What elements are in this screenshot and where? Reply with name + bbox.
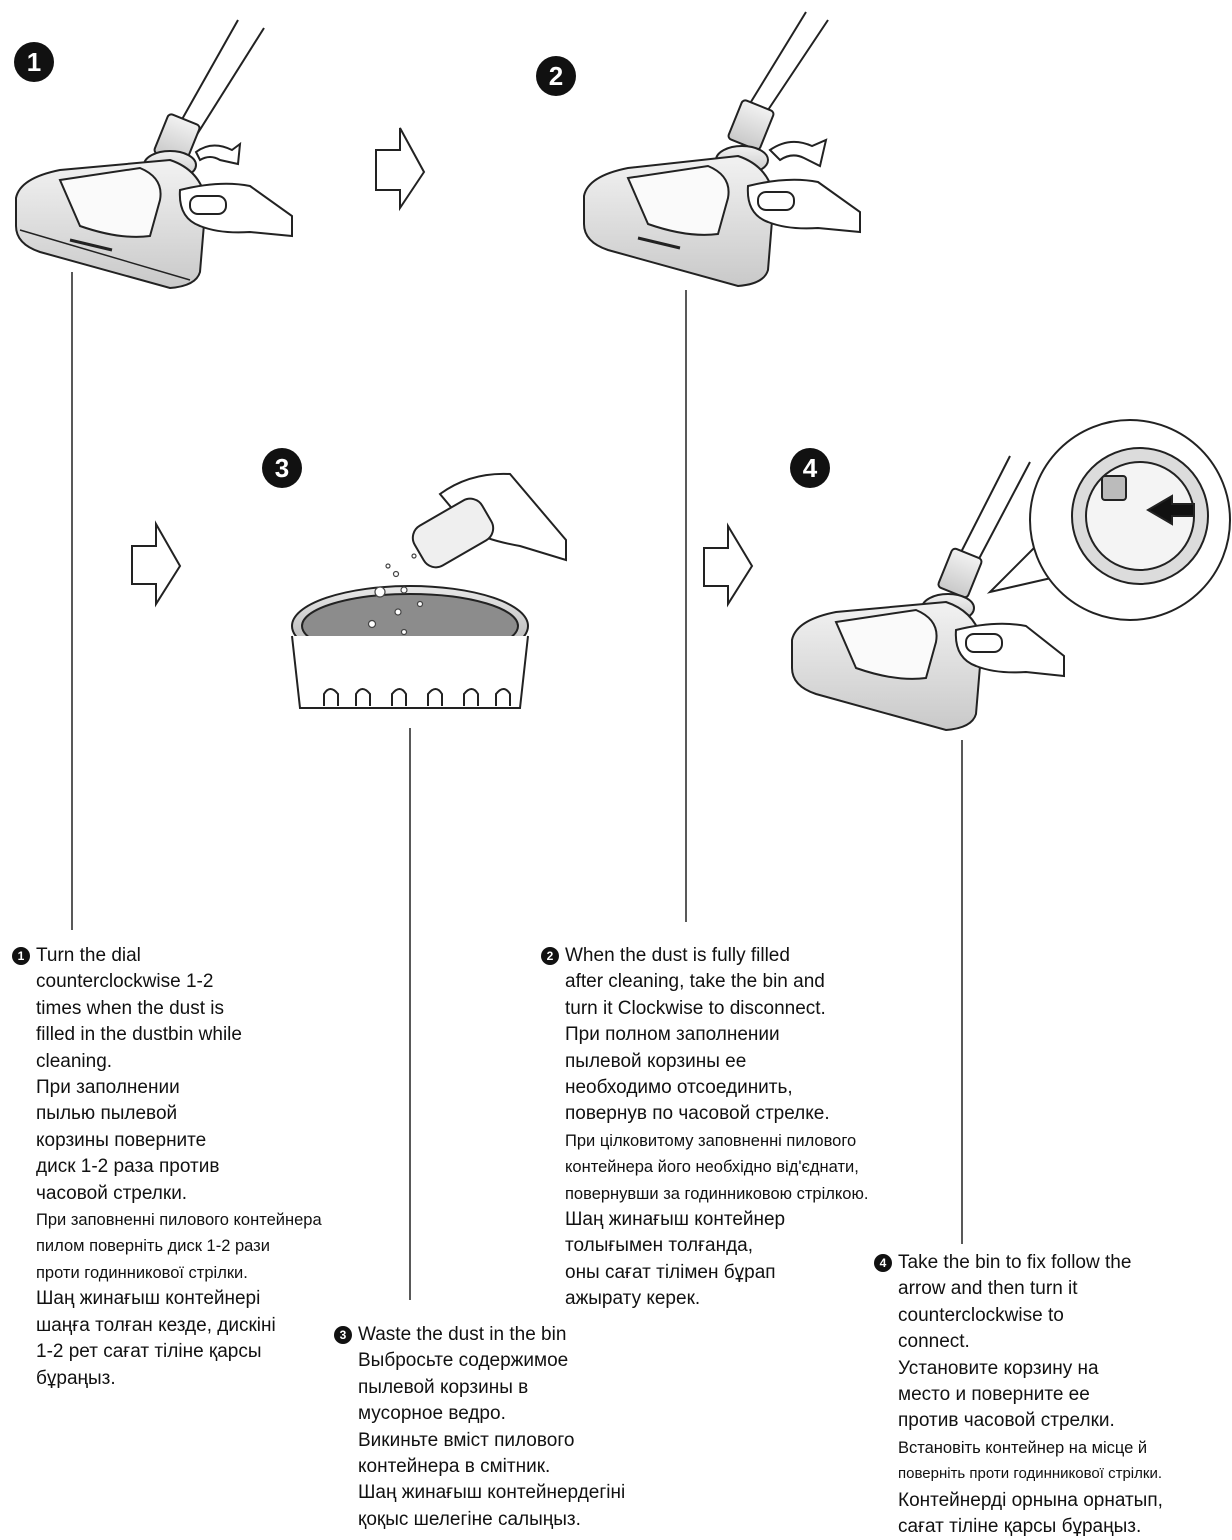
caption-line: Викиньте вміст пилового — [358, 1429, 575, 1451]
caption-line: times when the dust is — [36, 997, 224, 1019]
caption-line: Шаң жинағыш контейнердегіні — [358, 1482, 626, 1504]
caption-line: Встановіть контейнер на місце й — [898, 1438, 1148, 1457]
caption-line: толығымен толғанда, — [565, 1235, 754, 1257]
caption-line: При полном заполнении — [565, 1024, 780, 1046]
caption-number-4: 4 — [874, 1254, 892, 1272]
caption-line: мусорное ведро. — [358, 1403, 506, 1425]
caption-line: turn it Clockwise to disconnect. — [565, 997, 826, 1019]
caption-step-4: 4 Take the bin to fix follow the arrow an… — [874, 1250, 1163, 1540]
caption-line: пылевой корзины ее — [565, 1050, 747, 1072]
caption-line: Контейнерді орнына орнатып, — [898, 1489, 1163, 1511]
caption-line: filled in the dustbin while — [36, 1024, 242, 1046]
caption-line: При заполнении — [36, 1077, 180, 1099]
caption-line: бұраңыз. — [36, 1367, 116, 1389]
caption-line: connect. — [898, 1331, 970, 1353]
caption-line: Шаң жинағыш контейнері — [36, 1288, 261, 1310]
caption-line: часовой стрелки. — [36, 1182, 188, 1204]
caption-line: Выбросьте содержимое — [358, 1350, 569, 1372]
next-arrow-icon-2 — [131, 520, 182, 608]
caption-line: проти годинникової стрілки. — [36, 1263, 248, 1282]
caption-line: қоқыс шелегіне салыңыз. — [358, 1508, 581, 1530]
caption-line: При заповненні пилового контейнера — [36, 1211, 322, 1230]
vacuum-head-icon-2 — [583, 11, 829, 288]
hand-icon-1 — [178, 141, 293, 238]
caption-line: Take the bin to fix follow the — [898, 1252, 1132, 1273]
caption-line: необходимо отсоединить, — [565, 1077, 793, 1099]
caption-line: counterclockwise to — [898, 1304, 1064, 1326]
caption-line: место и поверните ее — [898, 1384, 1090, 1406]
caption-line: повернув по часовой стрелке. — [565, 1103, 830, 1125]
step-number-2: 2 — [536, 56, 576, 96]
hand-icon-3 — [411, 472, 567, 569]
caption-line: after cleaning, take the bin and — [565, 971, 825, 993]
hand-icon-4 — [954, 622, 1065, 678]
caption-number-1: 1 — [12, 947, 30, 965]
caption-line: пылевой корзины в — [358, 1376, 529, 1398]
caption-line: пилом поверніть диск 1-2 рази — [36, 1237, 270, 1256]
leader-lines — [71, 272, 963, 1300]
caption-line: повернувши за годинниковою стрілкою. — [565, 1184, 869, 1203]
next-arrow-icon-1 — [375, 127, 426, 212]
caption-line: сағат тіліне қарсы бұраңыз. — [898, 1516, 1142, 1538]
caption-line: Шаң жинағыш контейнер — [565, 1209, 786, 1231]
caption-line: cleaning. — [36, 1050, 113, 1072]
hand-icon-2 — [746, 138, 861, 234]
caption-line: 1-2 рет сағат тіліне қарсы — [36, 1341, 262, 1363]
vacuum-head-icon-1 — [15, 19, 265, 290]
step-number-3: 3 — [262, 448, 302, 488]
caption-line: При цілковитому заповненні пилового — [565, 1131, 857, 1150]
caption-line: Установите корзину на — [898, 1357, 1099, 1379]
next-arrow-icon-3 — [703, 522, 754, 608]
caption-step-2: 2 When the dust is fully filled after cle… — [541, 943, 869, 1313]
caption-line: Turn the dial — [36, 945, 141, 966]
caption-line: ажырату керек. — [565, 1288, 701, 1310]
caption-number-3: 3 — [334, 1326, 352, 1344]
caption-line: пылью пылевой — [36, 1103, 178, 1125]
caption-step-3: 3 Waste the dust in the bin Выбросьте сод… — [334, 1322, 626, 1533]
step-number-1: 1 — [14, 42, 54, 82]
caption-line: против часовой стрелки. — [898, 1410, 1115, 1432]
caption-line: диск 1-2 раза против — [36, 1156, 220, 1178]
trash-bin-icon — [291, 585, 529, 709]
caption-line: arrow and then turn it — [898, 1278, 1078, 1300]
caption-line: контейнера його необхідно від'єднати, — [565, 1158, 859, 1177]
caption-line: Waste the dust in the bin — [358, 1324, 567, 1345]
caption-number-2: 2 — [541, 947, 559, 965]
caption-line: корзины поверните — [36, 1129, 207, 1151]
dust-particles-icon — [367, 553, 424, 636]
caption-line: оны сағат тілімен бұрап — [565, 1261, 776, 1283]
caption-line: шаңға толған кезде, дискіні — [36, 1314, 276, 1336]
step-number-4: 4 — [790, 448, 830, 488]
caption-step-1: 1 Turn the dial counterclockwise 1-2 time… — [12, 943, 322, 1392]
caption-line: counterclockwise 1-2 — [36, 971, 214, 993]
caption-line: поверніть проти годинникової стрілки. — [898, 1465, 1163, 1483]
vacuum-head-icon-4 — [791, 455, 1031, 732]
detail-zoom-icon — [986, 419, 1231, 621]
caption-line: контейнера в смітник. — [358, 1456, 551, 1478]
caption-line: When the dust is fully filled — [565, 945, 790, 966]
